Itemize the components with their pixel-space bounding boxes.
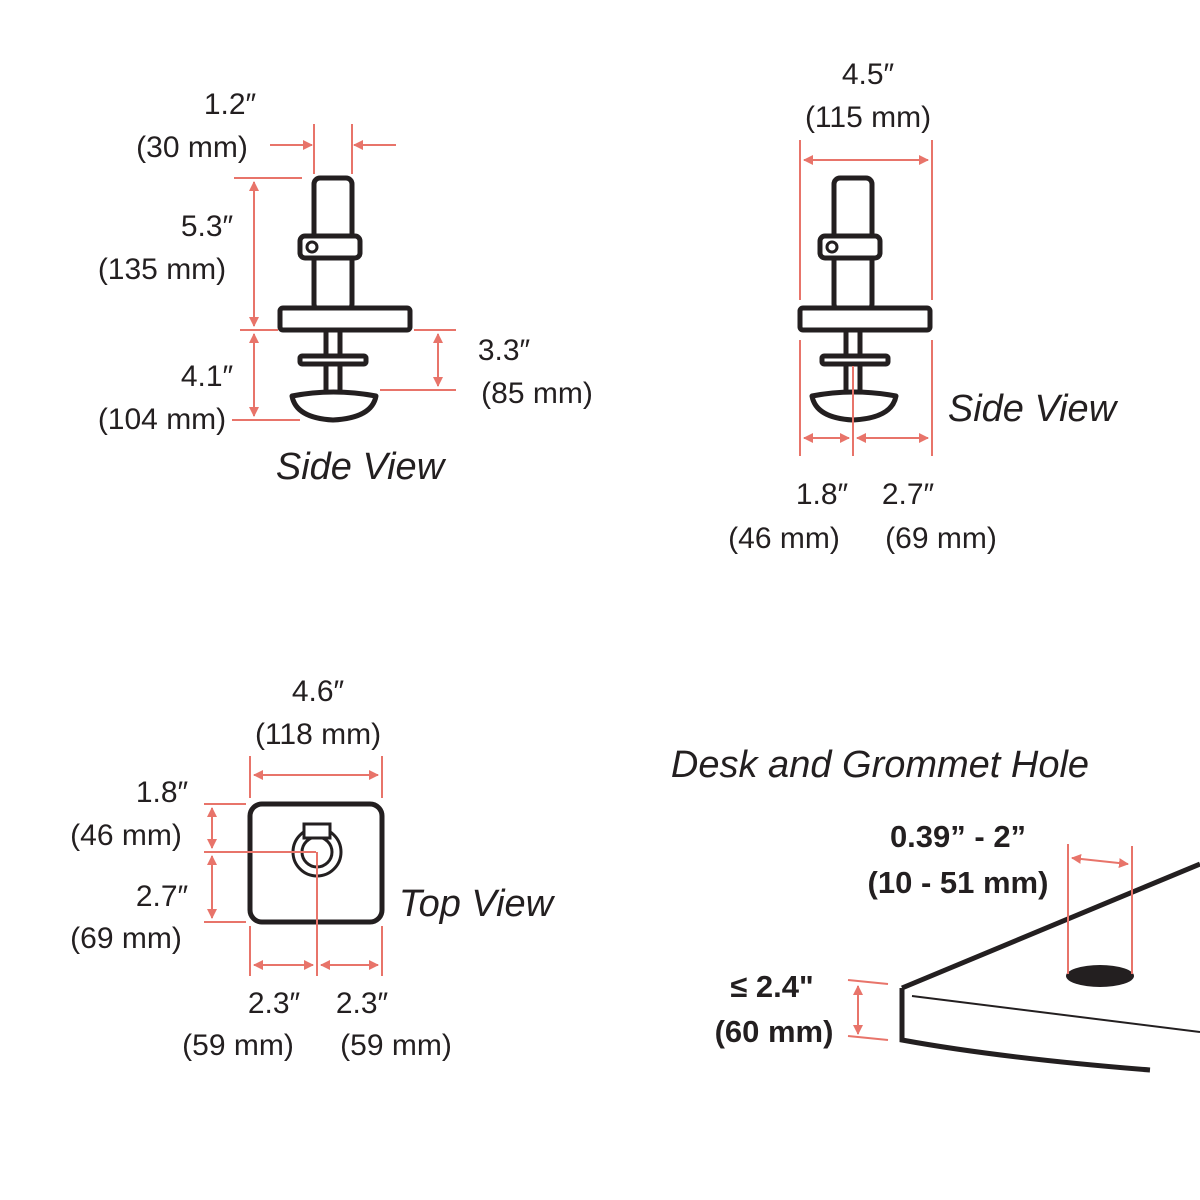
front-depth-mm: (46 mm)	[70, 819, 182, 852]
clamp-range-mm: (85 mm)	[481, 377, 593, 410]
desk-surface-line	[911, 995, 1200, 1033]
base-plate	[797, 305, 933, 333]
clamp-plate	[297, 353, 369, 367]
left-half-mm: (59 mm)	[182, 1029, 294, 1062]
base-width-inch: 4.5″	[842, 58, 895, 91]
dimension-lines-1	[232, 124, 456, 421]
top-width-mm: (30 mm)	[136, 131, 248, 164]
base-plate	[277, 305, 413, 333]
thickness-mm: (60 mm)	[715, 1014, 834, 1049]
side-view-2-label: Side View	[948, 388, 1119, 430]
clamp-height-mm: (104 mm)	[98, 403, 226, 436]
desk-title: Desk and Grommet Hole	[671, 744, 1089, 786]
clamp-drawing-1	[277, 175, 413, 423]
front-depth-inch: 1.8″	[136, 776, 189, 809]
top-view: 4.6″ (118 mm) 1.8″ (46 mm) 2.7″ (69 mm) …	[70, 675, 556, 1062]
clamp-knob	[289, 389, 379, 423]
dimension-lines-top	[204, 756, 383, 976]
clamp-range-inch: 3.3″	[478, 334, 531, 367]
clamp-plate	[819, 353, 891, 367]
top-width-mm: (118 mm)	[255, 718, 381, 751]
post-height-inch: 5.3″	[181, 210, 234, 243]
desk-front-edge	[899, 988, 1151, 1073]
side-view-2: 4.5″ (115 mm) Side View 1.8″ (46 mm) 2.7…	[728, 58, 1119, 555]
collar-gap	[302, 822, 332, 840]
side-view-1-label: Side View	[276, 446, 447, 488]
top-width-inch: 1.2″	[204, 88, 257, 121]
desk-drawing	[899, 861, 1200, 1073]
right-half-mm: (59 mm)	[340, 1029, 452, 1062]
hole-range-mm: (10 - 51 mm)	[868, 865, 1049, 900]
clamp-height-inch: 4.1″	[181, 360, 234, 393]
right-half-inch: 2.3″	[336, 987, 389, 1020]
side-view-1: 1.2″ (30 mm) 5.3″ (135 mm) 4.1″ (104 mm)…	[98, 88, 593, 488]
right-offset-inch: 2.7″	[882, 478, 935, 511]
dimension-lines-2	[799, 140, 933, 456]
base-width-mm: (115 mm)	[805, 101, 931, 134]
rear-depth-inch: 2.7″	[136, 880, 189, 913]
thickness-inch: ≤ 2.4"	[730, 969, 813, 1004]
grommet-hole	[1066, 965, 1134, 987]
top-width-inch: 4.6″	[292, 675, 345, 708]
top-view-label: Top View	[399, 883, 556, 925]
clamp-drawing-2	[797, 175, 933, 423]
collar-screw	[305, 240, 319, 254]
collar-screw	[825, 240, 839, 254]
rear-depth-mm: (69 mm)	[70, 922, 182, 955]
right-offset-mm: (69 mm)	[885, 522, 997, 555]
left-offset-mm: (46 mm)	[728, 522, 840, 555]
desk-top-edge	[901, 861, 1200, 991]
desk-grommet: Desk and Grommet Hole 0.39” - 2” (10 - 5…	[671, 744, 1200, 1073]
post-height-mm: (135 mm)	[98, 253, 226, 286]
left-offset-inch: 1.8″	[796, 478, 849, 511]
dimension-lines-desk	[847, 844, 1133, 1041]
left-half-inch: 2.3″	[248, 987, 301, 1020]
hole-range-inch: 0.39” - 2”	[890, 819, 1026, 854]
